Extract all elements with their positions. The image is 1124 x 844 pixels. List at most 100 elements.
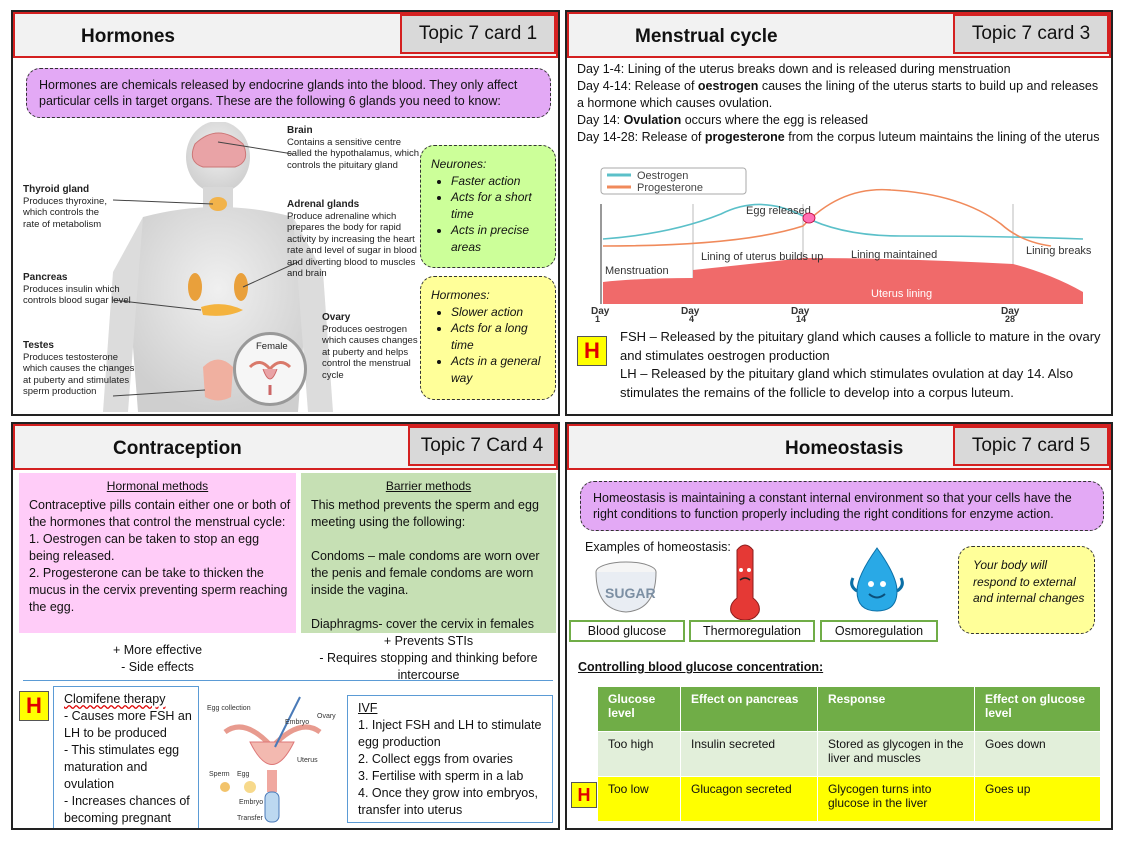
ivf-illustration: Egg collection Embryo Ovary Uterus Sperm… xyxy=(207,696,336,823)
menstrual-topic-label: Topic 7 card 3 xyxy=(953,14,1109,54)
neurones-item: Acts in precise areas xyxy=(451,222,551,255)
table-header-cell: Response xyxy=(817,686,975,732)
hormones-intro-box: Hormones are chemicals released by endoc… xyxy=(26,68,551,118)
table-cell: Too high xyxy=(597,731,681,777)
homeostasis-intro-box: Homeostasis is maintaining a constant in… xyxy=(580,481,1104,531)
brain-title: Brain xyxy=(287,125,313,136)
cervix-shape xyxy=(267,770,277,792)
hormonal-point-1: 1. Oestrogen can be taken to stop an egg… xyxy=(29,532,260,563)
homeostasis-topic-label: Topic 7 card 5 xyxy=(953,426,1109,466)
menstrual-line-2-bold: oestrogen xyxy=(697,79,759,93)
clomifene-box: Clomifene therapy - Causes more FSH an L… xyxy=(53,686,199,828)
homeostasis-card: Homeostasis Topic 7 card 5 Homeostasis i… xyxy=(565,422,1113,830)
table-cell: Goes up xyxy=(974,776,1101,822)
neurones-list: Faster action Acts for a short time Acts… xyxy=(431,173,551,256)
hormonal-pros-cons: + More effective - Side effects xyxy=(19,642,296,676)
menstrual-line-3-bold: Ovulation xyxy=(623,113,682,127)
uterus-lining-band xyxy=(603,258,1083,304)
neurones-box-content: Neurones: Faster action Acts for a short… xyxy=(431,156,551,255)
ivf-box: IVF 1. Inject FSH and LH to stimulate eg… xyxy=(347,695,553,823)
day-number-4: 4 xyxy=(689,314,694,322)
day-label-28: Day xyxy=(1001,306,1020,317)
hormonal-intro: Contraceptive pills contain either one o… xyxy=(29,498,291,529)
table-cell: Insulin secreted xyxy=(680,731,818,777)
adrenal-text: Produce adrenaline which prepares the bo… xyxy=(287,210,417,280)
table-header-cell: Effect on glucose level xyxy=(974,686,1101,732)
hormones-card: Hormones Topic 7 card 1 Hormones are che… xyxy=(11,10,560,416)
glucose-control-table: Glucose level Effect on pancreas Respons… xyxy=(597,686,1101,822)
ivf-item: 4. Once they grow into embryos, transfer… xyxy=(358,786,538,817)
menstrual-cycle-diagram: Oestrogen Progesterone Egg released Mens… xyxy=(591,167,1091,322)
ivf-label-ovary: Ovary xyxy=(317,713,336,720)
table-header-cell: Glucose level xyxy=(597,686,681,732)
clomifene-item: - Causes more FSH an LH to be produced xyxy=(64,709,192,740)
homeostasis-intro-text: Homeostasis is maintaining a constant in… xyxy=(593,491,1072,521)
table-cell: Stored as glycogen in the liver and musc… xyxy=(817,731,975,777)
thyroid-text: Produces thyroxine, which controls the r… xyxy=(23,195,107,230)
oestrogen-curve xyxy=(602,203,1084,240)
female-inset: Female xyxy=(233,332,307,406)
higher-tier-badge: H xyxy=(19,691,49,721)
progesterone-curve xyxy=(602,188,1052,247)
testes-label: Testes Produces testosterone which cause… xyxy=(23,340,135,398)
ivf-label-sperm: Sperm xyxy=(209,771,230,778)
ivf-label-uterus: Uterus xyxy=(297,757,318,764)
menstrual-header: Menstrual cycle Topic 7 card 3 xyxy=(567,12,1111,58)
hormonal-plus: + More effective xyxy=(112,643,203,657)
hormones-compare-title: Hormones: xyxy=(431,288,490,302)
menstrual-line-3-post: occurs where the egg is released xyxy=(681,113,869,127)
hormones-compare-item: Acts for a long time xyxy=(451,320,551,353)
clomifene-item: - Increases chances of becoming pregnant xyxy=(64,794,190,825)
homeostasis-header: Homeostasis Topic 7 card 5 xyxy=(567,424,1111,470)
menstrual-line-2-post: causes the lining of the uterus starts t… xyxy=(577,79,1099,110)
pancreas-shape xyxy=(201,304,243,316)
menstrual-title: Menstrual cycle xyxy=(635,26,778,47)
example-osmoregulation: Osmoregulation xyxy=(820,620,938,642)
hormonal-methods-panel: Hormonal methods Contraceptive pills con… xyxy=(19,473,296,633)
day-label-1: Day xyxy=(591,306,610,317)
menstrual-line-4: Day 14-28: Release of progesterone from … xyxy=(577,129,1105,146)
hormones-topic-label: Topic 7 card 1 xyxy=(400,14,556,54)
thyroid-title: Thyroid gland xyxy=(23,184,90,195)
phase-maintained: Lining maintained xyxy=(851,249,937,261)
clomifene-content: Clomifene therapy - Causes more FSH an L… xyxy=(64,691,194,827)
adrenal-title: Adrenal glands xyxy=(287,199,360,210)
right-arm-shape xyxy=(293,217,333,412)
hormones-compare-item: Slower action xyxy=(451,304,551,321)
day-label-14: Day xyxy=(791,306,810,317)
ivf-content: IVF 1. Inject FSH and LH to stimulate eg… xyxy=(358,700,550,819)
clomifene-item: - This stimulates egg maturation and ovu… xyxy=(64,743,180,791)
hormones-compare-item: Acts in a general way xyxy=(451,353,551,386)
hormones-compare-box: Hormones: Slower action Acts for a long … xyxy=(420,276,556,400)
diagram-legend-box xyxy=(600,167,747,195)
legend-progesterone: Progesterone xyxy=(637,182,703,194)
hormonal-body: Contraceptive pills contain either one o… xyxy=(29,497,291,616)
example-blood-glucose: Blood glucose xyxy=(569,620,685,642)
barrier-intro: This method prevents the sperm and egg m… xyxy=(311,498,539,529)
ivf-label-transfer: Transfer xyxy=(237,815,263,822)
neurones-box: Neurones: Faster action Acts for a short… xyxy=(420,145,556,268)
thyroid-label: Thyroid gland Produces thyroxine, which … xyxy=(23,184,118,230)
menstrual-line-3: Day 14: Ovulation occurs where the egg i… xyxy=(577,112,1105,129)
menstrual-line-2-pre: Day 4-14: Release of xyxy=(577,79,698,93)
brain-label: Brain Contains a sensitive centre called… xyxy=(287,125,427,171)
clomifene-title: Clomifene therapy xyxy=(64,692,166,706)
brain-text: Contains a sensitive centre called the h… xyxy=(287,136,420,171)
day-number-1: 1 xyxy=(595,314,600,322)
body-response-note: Your body will respond to external and i… xyxy=(958,546,1095,634)
hormone-fsh-lh-text: FSH – Released by the pituitary gland wh… xyxy=(620,328,1108,402)
uterus-lining-label: Uterus lining xyxy=(871,288,932,300)
barrier-methods-panel: Barrier methods This method prevents the… xyxy=(301,473,556,633)
pancreas-title: Pancreas xyxy=(23,272,68,283)
barrier-title: Barrier methods xyxy=(385,479,472,493)
table-cell: Too low xyxy=(597,776,681,822)
menstrual-line-4-pre: Day 14-28: Release of xyxy=(577,130,705,144)
menstrual-description: Day 1-4: Lining of the uterus breaks dow… xyxy=(577,61,1105,146)
hormones-title: Hormones xyxy=(81,26,175,47)
barrier-minus: - Requires stopping and thinking before … xyxy=(319,651,538,682)
adrenal-right-shape xyxy=(234,273,248,301)
egg-icon xyxy=(802,212,816,224)
controlling-heading: Controlling blood glucose concentration: xyxy=(578,660,824,674)
day-label-4: Day xyxy=(681,306,700,317)
hormones-header: Hormones Topic 7 card 1 xyxy=(13,12,558,58)
